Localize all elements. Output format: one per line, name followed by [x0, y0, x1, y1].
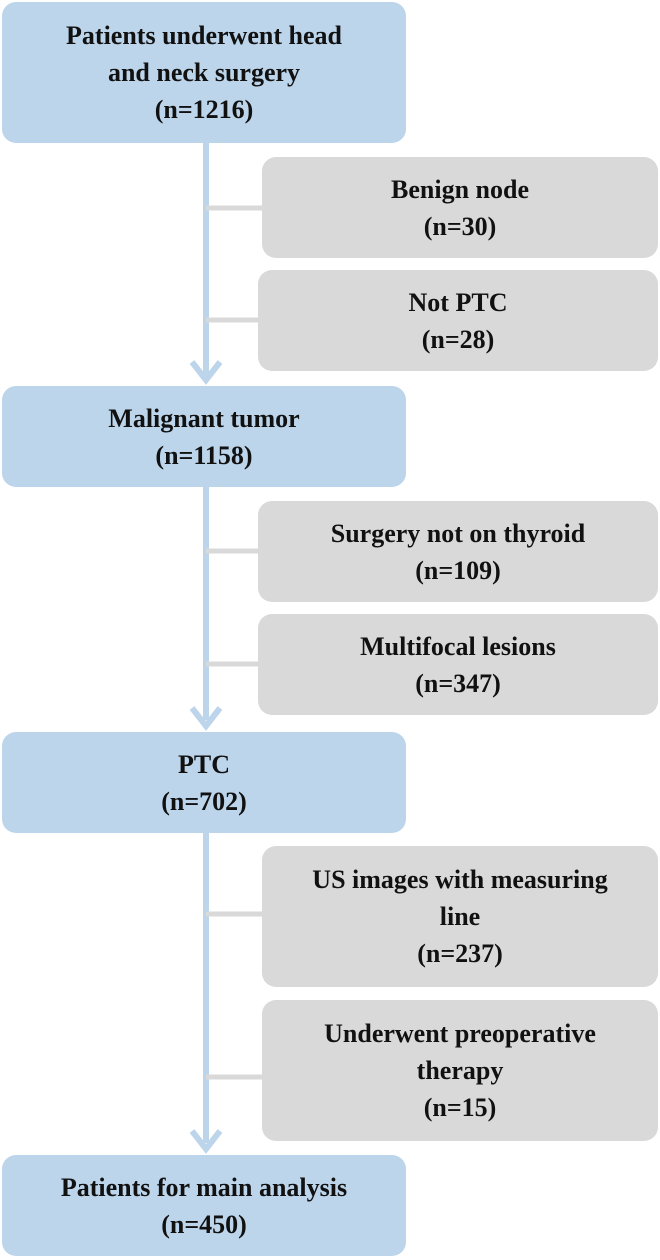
stage-count: (n=702) — [161, 786, 247, 816]
stage-count: (n=1158) — [155, 440, 253, 470]
stage-text-line: Malignant tumor — [108, 403, 300, 433]
exclusion-count: (n=109) — [415, 555, 501, 585]
exclusion-text-line: Multifocal lesions — [360, 631, 556, 661]
stage-text-line: and neck surgery — [107, 58, 301, 87]
stage-text-line: PTC — [178, 749, 230, 779]
stage-text-line: Patients for main analysis — [60, 1172, 348, 1202]
arrow-head-3 — [189, 1129, 223, 1154]
exclusion-count: (n=237) — [417, 939, 503, 968]
exclusion-text-line: Surgery not on thyroid — [330, 518, 586, 548]
exclusion-box-surgery-not-thyroid: Surgery not on thyroid (n=109) — [258, 501, 658, 602]
exclusion-box-benign-node: Benign node (n=30) — [262, 157, 658, 258]
exclusion-text-line: Underwent preoperative — [324, 1019, 596, 1048]
stage-count: (n=1216) — [154, 95, 254, 124]
exclusion-box-preoperative-therapy: Underwent preoperative therapy (n=15) — [262, 1000, 658, 1141]
exclusion-text-line: therapy — [416, 1056, 504, 1085]
exclusion-count: (n=30) — [423, 211, 497, 241]
stage-box-malignant: Malignant tumor (n=1158) — [2, 386, 406, 487]
stage-box-initial: Patients underwent head and neck surgery… — [2, 2, 406, 143]
stage-box-final: Patients for main analysis (n=450) — [2, 1155, 406, 1256]
exclusion-text-line: line — [439, 902, 481, 931]
stage-text-line: Patients underwent head — [66, 21, 342, 50]
stage-box-ptc: PTC (n=702) — [2, 732, 406, 833]
exclusion-text-line: Benign node — [391, 174, 529, 204]
exclusion-box-not-ptc: Not PTC (n=28) — [258, 270, 658, 371]
arrow-head-1 — [189, 360, 223, 385]
exclusion-count: (n=28) — [421, 324, 495, 354]
exclusion-box-us-images: US images with measuring line (n=237) — [262, 846, 658, 987]
exclusion-text-line: Not PTC — [408, 287, 508, 317]
arrow-head-2 — [189, 706, 223, 731]
exclusion-count: (n=347) — [415, 668, 501, 698]
exclusion-box-multifocal: Multifocal lesions (n=347) — [258, 614, 658, 715]
exclusion-text-line: US images with measuring — [312, 865, 608, 894]
stage-count: (n=450) — [161, 1209, 247, 1239]
exclusion-count: (n=15) — [423, 1093, 497, 1122]
